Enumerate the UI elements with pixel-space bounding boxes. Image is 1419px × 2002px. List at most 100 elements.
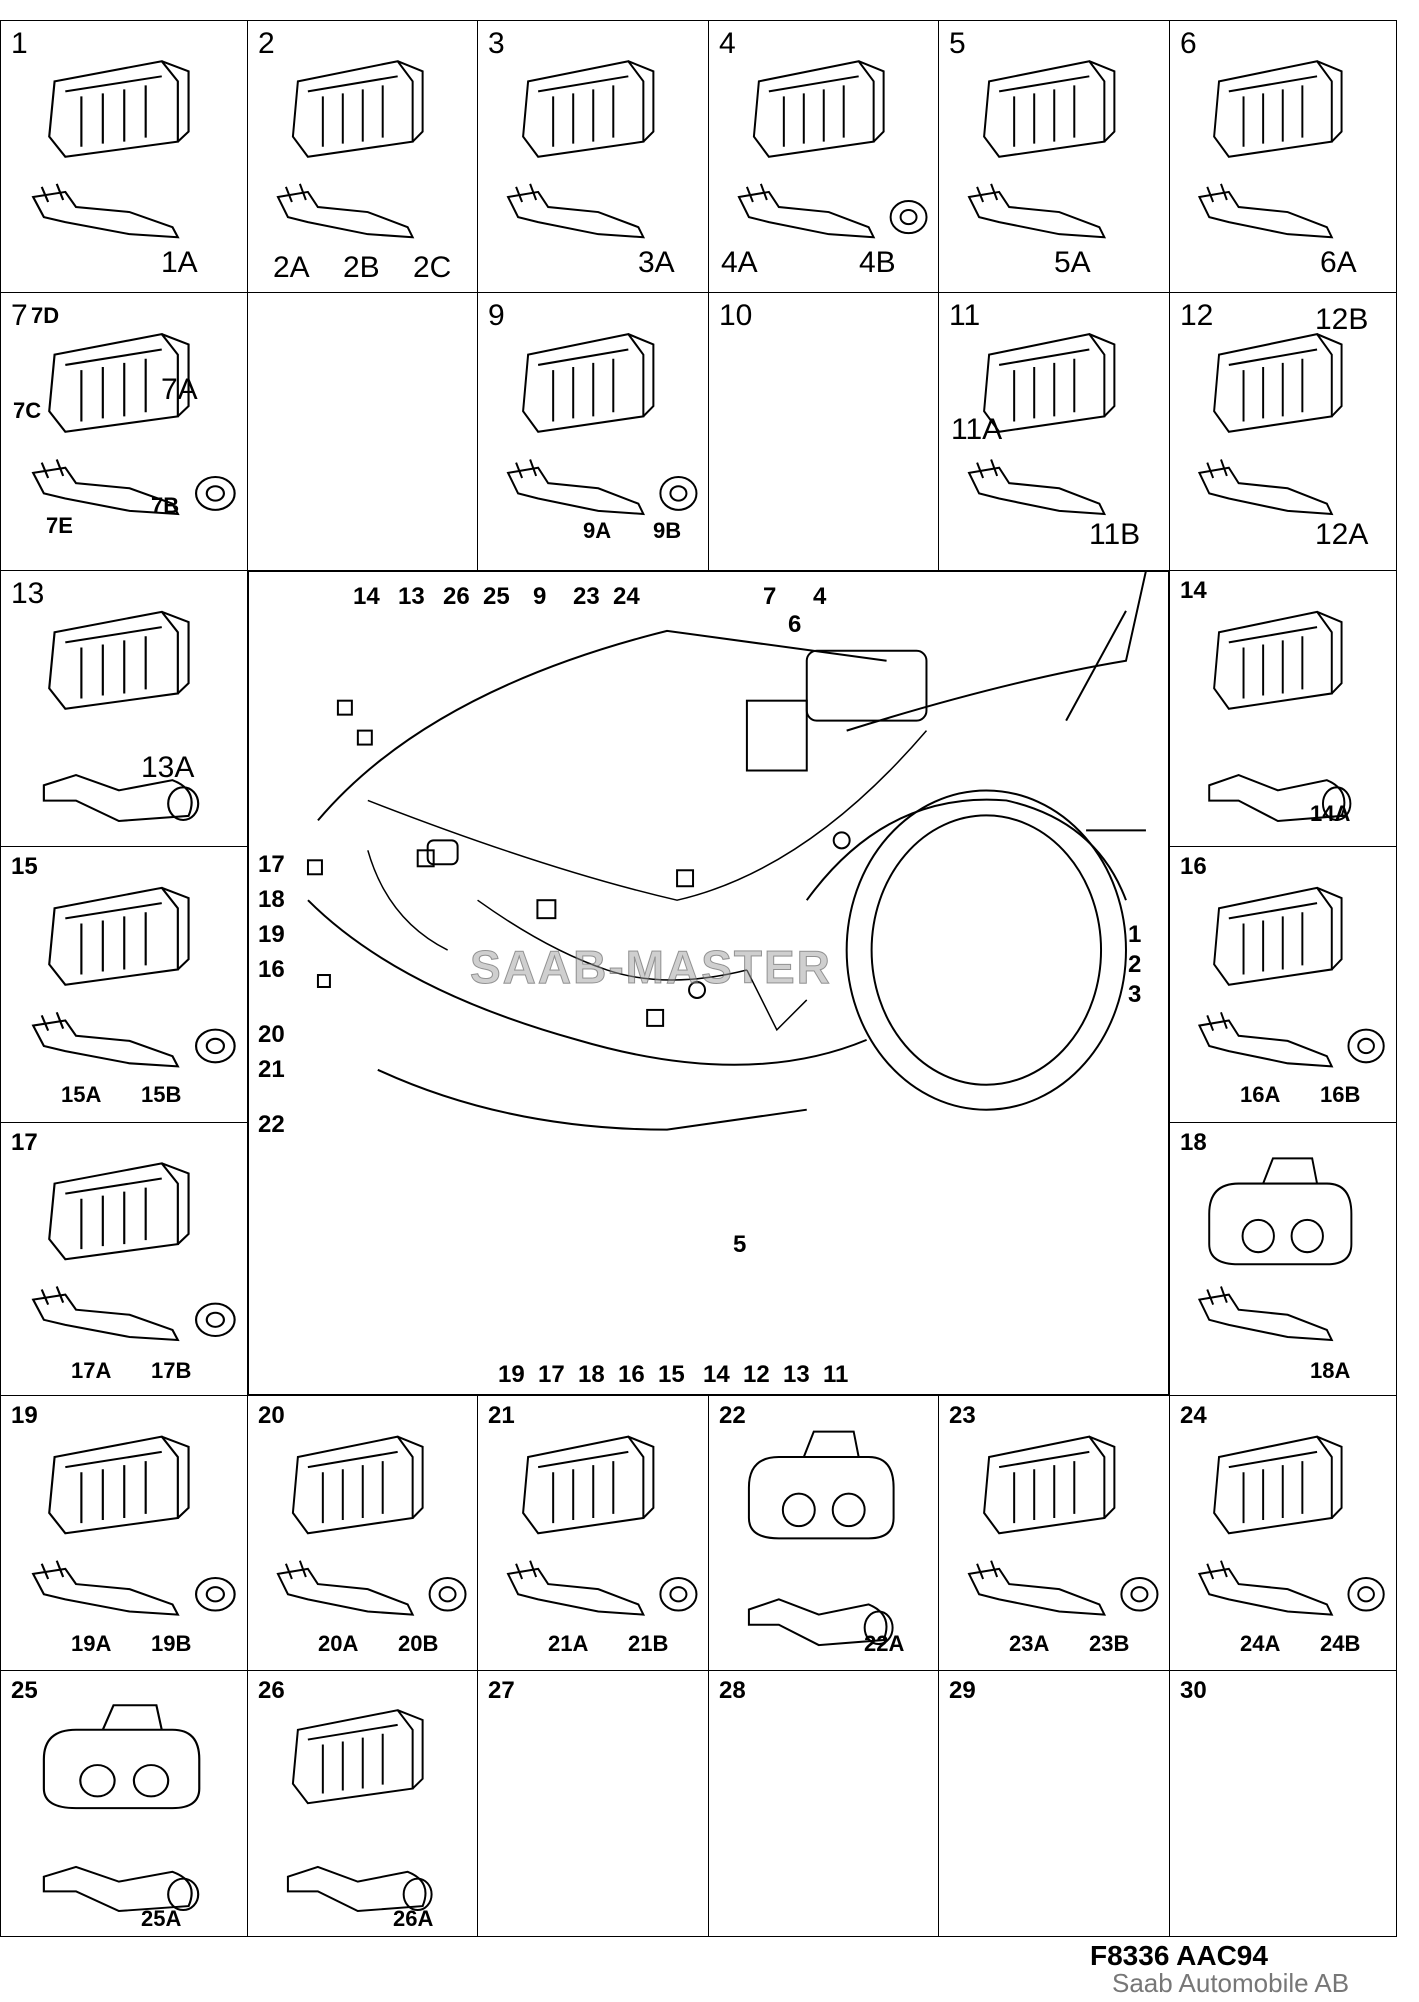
part-label: 23A — [1009, 1631, 1050, 1656]
cell-number: 14 — [1180, 577, 1207, 604]
callout-number: 18 — [578, 1361, 605, 1388]
cell-number: 21 — [488, 1402, 515, 1429]
part-label: 4B — [859, 246, 896, 279]
part-cell-23: 23 23A 23B — [938, 1395, 1171, 1672]
part-26-drawing — [286, 1709, 433, 1913]
part-14-drawing — [1208, 610, 1352, 823]
cell-number: 18 — [1180, 1129, 1207, 1156]
part-19-drawing — [31, 1435, 236, 1616]
cell-number: 29 — [949, 1677, 976, 1704]
part-label: 3A — [638, 246, 675, 279]
callout-number: 6 — [788, 611, 802, 638]
part-label: 2B — [343, 251, 380, 284]
part-label: 20A — [318, 1631, 359, 1656]
cell-number: 28 — [719, 1677, 746, 1704]
callout-number: 23 — [573, 583, 600, 610]
part-label: 26A — [393, 1906, 434, 1931]
callout-number: 16 — [258, 956, 285, 983]
copyright: Saab Automobile AB — [1112, 1968, 1350, 1998]
callout-number: 12 — [743, 1361, 770, 1388]
cell-number: 27 — [488, 1677, 515, 1704]
callout-number: 5 — [733, 1231, 747, 1258]
callout-number: 1 — [1128, 921, 1142, 948]
part-label: 12A — [1315, 518, 1369, 551]
engine-bay-drawing — [306, 571, 1147, 1131]
part-label: 1A — [161, 246, 198, 279]
cell-number: 19 — [11, 1402, 38, 1429]
cell-number: 4 — [719, 27, 736, 60]
part-label: 23B — [1089, 1631, 1130, 1656]
cell-number: 20 — [258, 1402, 285, 1429]
part-label: 7E — [46, 513, 73, 538]
callout-number: 7 — [763, 583, 777, 610]
cell-number: 13 — [11, 577, 45, 610]
part-label: 15A — [61, 1082, 102, 1107]
part-cell-10: 10 — [708, 292, 940, 572]
callout-number: 3 — [1128, 981, 1142, 1008]
callout-number: 4 — [813, 583, 827, 610]
part-label: 24A — [1240, 1631, 1281, 1656]
part-label: 11B — [1089, 518, 1141, 551]
callout-number: 14 — [703, 1361, 730, 1388]
part-15-drawing — [31, 886, 236, 1068]
cell-number: 15 — [11, 853, 38, 880]
part-cell-27: 27 — [477, 1670, 710, 1937]
part-label: 22A — [864, 1631, 905, 1656]
part-21-drawing — [506, 1435, 698, 1616]
part-label: 19A — [71, 1631, 112, 1656]
part-label: 7D — [31, 303, 60, 328]
cell-number: 9 — [488, 299, 505, 332]
part-9-drawing — [506, 332, 698, 516]
part-16-drawing — [1197, 886, 1385, 1068]
part-label: 11A — [951, 413, 1003, 446]
cell-number: 7 — [11, 299, 28, 332]
callout-number: 15 — [658, 1361, 685, 1388]
part-6-drawing — [1197, 60, 1343, 239]
callout-number: 2 — [1128, 951, 1142, 978]
part-1-drawing — [31, 60, 190, 239]
part-label: 14A — [1310, 801, 1351, 826]
diagram-code: F8336 AAC94 — [1090, 1940, 1268, 1971]
cell-number: 30 — [1180, 1677, 1207, 1704]
part-5-drawing — [967, 60, 1116, 239]
part-label: 17A — [71, 1358, 112, 1383]
part-12-drawing — [1197, 332, 1343, 516]
part-label: 24B — [1320, 1631, 1361, 1656]
callout-number: 26 — [443, 583, 470, 610]
callout-number: 14 — [353, 583, 380, 610]
callout-number: 13 — [783, 1361, 810, 1388]
callout-number: 18 — [258, 886, 285, 913]
cell-number: 1 — [11, 27, 28, 60]
part-label: 2C — [413, 251, 452, 284]
callout-number: 25 — [483, 583, 510, 610]
cell-number: 24 — [1180, 1402, 1207, 1429]
cell-number: 26 — [258, 1677, 285, 1704]
part-22-drawing — [747, 1430, 895, 1647]
cell-number: 23 — [949, 1402, 976, 1429]
part-label: 7C — [13, 398, 42, 423]
callout-number: 22 — [258, 1111, 285, 1138]
part-cell-26: 26 26A — [247, 1670, 479, 1937]
callout-number: 11 — [823, 1361, 849, 1388]
part-label: 5A — [1054, 246, 1091, 279]
part-label: 16B — [1320, 1082, 1361, 1107]
callout-number: 19 — [498, 1361, 525, 1388]
cell-number: 17 — [11, 1129, 38, 1156]
callout-number: 17 — [538, 1361, 565, 1388]
part-cell-29: 29 — [938, 1670, 1171, 1937]
part-23-drawing — [967, 1435, 1159, 1616]
part-4-drawing — [737, 60, 928, 239]
part-25-drawing — [42, 1704, 201, 1913]
part-cell-30: 30 — [1169, 1670, 1397, 1937]
part-cell-24: 24 24A 24B — [1169, 1395, 1397, 1672]
